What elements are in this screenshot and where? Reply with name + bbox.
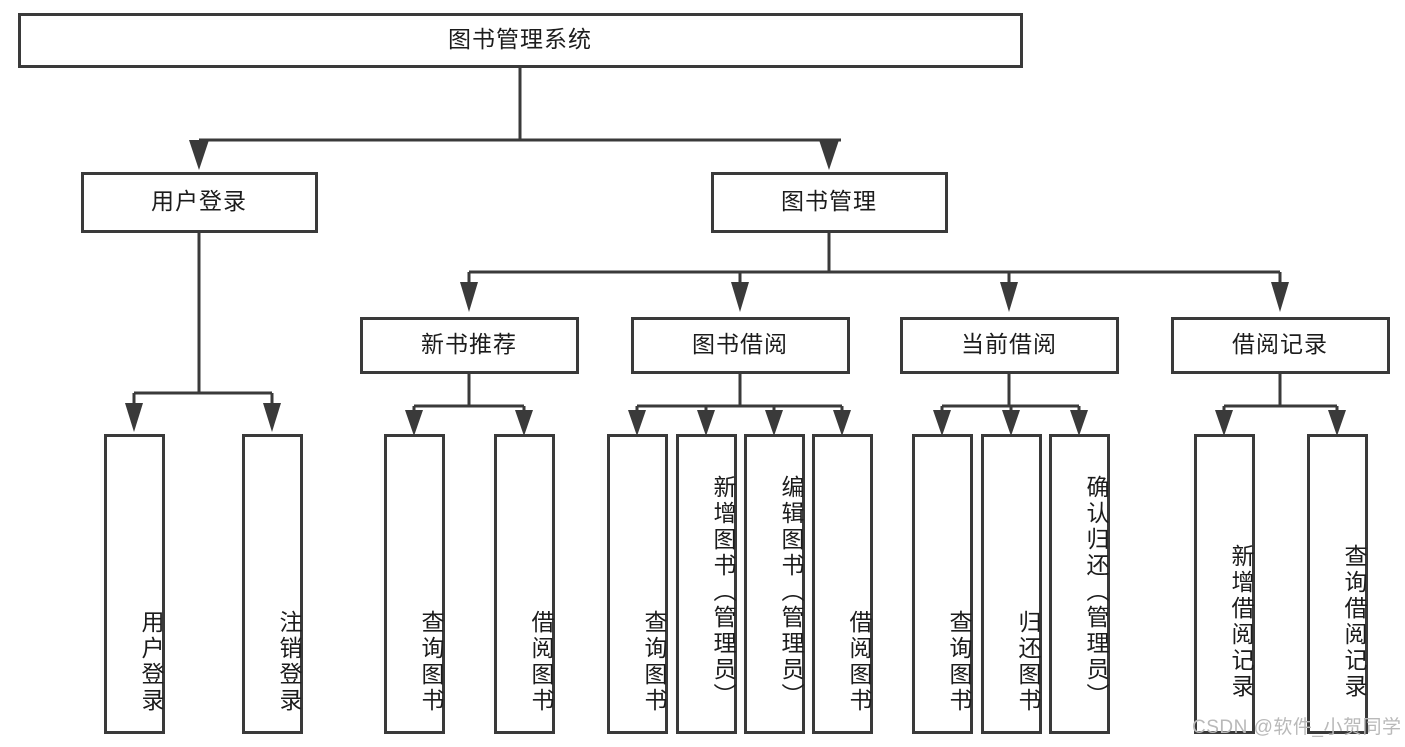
arrowhead-root-to-user-login [189,140,209,170]
arrowhead-book-borrow-leaf-4 [833,410,851,436]
arrowhead-to-borrow-record [1271,282,1289,312]
node-root-box [18,13,1023,68]
arrowhead-current-borrow-leaf-2 [1002,410,1020,436]
arrowhead-user-login-leaf-1 [125,403,143,432]
connector-current-borrow-to-leaves [940,372,1081,414]
leaf-box-query-record [1307,434,1368,734]
arrowhead-to-new-book-recommend [460,282,478,312]
arrowhead-root-to-book-management [819,140,839,170]
arrowhead-current-borrow-leaf-3 [1070,410,1088,436]
node-user-login-box [81,172,318,233]
connector-new-book-recommend-to-leaves [412,372,526,414]
leaf-box-add-record [1194,434,1255,734]
arrowhead-user-login-leaf-2 [263,403,281,432]
leaf-box-logout [242,434,303,734]
connector-root-to-level2 [197,66,841,152]
leaf-box-add-book [676,434,737,734]
leaf-box-query-book-1 [384,434,445,734]
node-borrow-record-box [1171,317,1390,374]
leaf-box-borrow-book-1 [494,434,555,734]
leaf-box-edit-book [744,434,805,734]
arrowhead-borrow-record-leaf-2 [1328,410,1346,436]
arrowhead-to-book-borrow [731,282,749,312]
node-book-management-box [711,172,948,233]
connector-user-login-to-leaves [132,231,274,405]
connector-borrow-record-to-leaves [1222,372,1339,414]
node-new-book-recommend-box [360,317,579,374]
arrowhead-book-borrow-leaf-3 [765,410,783,436]
connector-book-borrow-to-leaves [635,372,844,414]
arrowhead-book-borrow-leaf-1 [628,410,646,436]
leaf-box-user-login [104,434,165,734]
leaf-box-query-book-3 [912,434,973,734]
leaf-box-confirm-return [1049,434,1110,734]
leaf-box-return-book [981,434,1042,734]
arrowhead-to-current-borrow [1000,282,1018,312]
arrowhead-current-borrow-leaf-1 [933,410,951,436]
leaf-box-query-book-2 [607,434,668,734]
arrowhead-book-borrow-leaf-2 [697,410,715,436]
arrowhead-new-book-leaf-2 [515,410,533,436]
connector-book-management-to-level3 [467,231,1282,284]
node-book-borrow-box [631,317,850,374]
arrowhead-borrow-record-leaf-1 [1215,410,1233,436]
leaf-box-borrow-book-2 [812,434,873,734]
node-current-borrow-box [900,317,1119,374]
arrowhead-new-book-leaf-1 [405,410,423,436]
